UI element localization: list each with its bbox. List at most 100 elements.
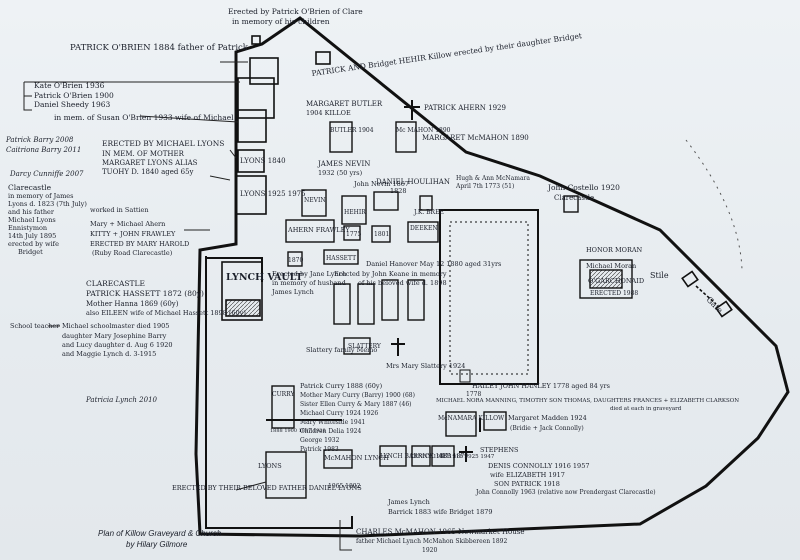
label-hugh-mcnamara: Hugh & Ann McNamara	[456, 175, 530, 182]
label-denis-connolly: DENIS CONNOLLY 1916 1957	[488, 462, 589, 470]
label-slattery: SLATTERY	[348, 343, 382, 350]
label-hugh-mcnamara-2: April 7th 1773 (51)	[455, 183, 514, 190]
label-hehir: HEHIR	[344, 209, 366, 216]
label-patrick-obrien-2: Patrick O'Brien 1900	[34, 91, 114, 100]
label-michael-nora: MICHAEL NORA MANNING, TIMOTHY SON THOMAS…	[436, 398, 739, 404]
label-michael-schoolmaster: Michael schoolmaster died 1905	[62, 322, 169, 330]
label-daniel-sheedy: Daniel Sheedy 1963	[34, 100, 111, 109]
label-patrick-bridget: PATRICK AND Bridget HEHIR Killow erected…	[311, 31, 582, 78]
map-subtitle: by Hilary Gilmore	[126, 540, 188, 549]
plots-top-left	[235, 35, 331, 215]
label-james-nevin: JAMES NEVIN	[317, 160, 370, 168]
cross-icon	[404, 100, 420, 120]
church-ruin	[439, 209, 539, 385]
label-clarecastle-4: and his father	[8, 208, 55, 216]
label-son-patrick: SON PATRICK 1918	[494, 480, 560, 488]
label-mcnamara-killow: McNAMARA KILLOW	[438, 415, 505, 422]
label-mary-whiteside: Mary Whiteside 1941	[300, 419, 365, 426]
label-lynch-vault: LYNCH VAULT	[226, 272, 303, 283]
leader-lines	[23, 61, 352, 551]
label-school-teacher: School teacher	[10, 322, 60, 330]
label-patrick-obrien: PATRICK O'BRIEN 1884 father of Patrick	[70, 43, 249, 53]
label-father-michael: father Michael Lynch McMahon Skibbereen …	[356, 538, 507, 545]
label-daniel-hanover: Daniel Hanover May 12 1880 aged 31yrs	[366, 260, 501, 268]
label-michael-curry: Michael Curry 1924 1926	[300, 410, 378, 417]
label-clarecastle-5: Michael Lyons	[8, 216, 56, 224]
label-james-nevin-2: 1932 (50 yrs)	[318, 169, 363, 177]
boundary-wall	[194, 16, 790, 538]
label-lyons-1840: LYONS 1840	[240, 157, 286, 165]
label-erected-obrien: Erected by Patrick O'Brien of Clare	[228, 7, 363, 16]
label-mother-hanna: Mother Hanna 1869 (60y)	[86, 300, 179, 308]
label-1775: 1775	[346, 231, 361, 238]
label-butler: BUTLER 1904	[330, 127, 374, 134]
label-margaret-mcmahon: MARGARET McMAHON 1890	[422, 134, 529, 142]
label-erected-jane-lynch: Erected by Jane Lynch	[272, 270, 346, 278]
label-mcmahon-lynch: McMAHON LYNCH	[324, 454, 389, 462]
label-1870: 1870	[288, 257, 303, 264]
label-james-lynch: James Lynch	[387, 498, 430, 506]
label-hailey: HAILEY	[472, 382, 499, 390]
label-john-hanley: JOHN HANLEY 1778 aged 84 yrs	[499, 382, 610, 390]
label-1778: 1778	[466, 391, 481, 398]
label-john-nevin: John Nevin 1867	[353, 180, 409, 188]
label-lynch-daughter: and Lucy daughter d. Aug 6 1920	[62, 341, 173, 349]
label-erected-lyons-1: ERECTED BY MICHAEL LYONS	[102, 139, 224, 148]
cross-icon	[391, 338, 405, 356]
label-patricia-lynch: Patricia Lynch 2010	[85, 396, 158, 404]
label-stephens: STEPHENS	[480, 446, 518, 454]
label-ahern-frawley: AHERN FRAWLEY	[287, 226, 350, 234]
label-patrick-hassett: PATRICK HASSETT 1872 (80y)	[86, 289, 204, 298]
label-mcmahon-lynch-years: 1965 1892	[328, 483, 361, 490]
label-erected-obrien-2: in memory of his children	[232, 17, 330, 26]
label-erected-1988: ERECTED 1988	[590, 290, 638, 297]
label-patrick-barry: Patrick Barry 2008	[5, 136, 74, 144]
label-lyons-bottom: LYONS	[258, 462, 282, 470]
label-clarecastle-costello: Clarecastle	[554, 194, 594, 202]
label-margaret-butler: MARGARET BUTLER	[306, 100, 383, 108]
label-wife-elizabeth: wife ELIZABETH 1917	[490, 471, 565, 479]
label-lyons-1925: LYONS 1925 1975	[240, 190, 306, 198]
label-erected-daniel-lyons: ERECTED BY THEIR BELOVED FATHER DANIEL L…	[172, 484, 362, 492]
label-clarecastle-hassett: CLARECASTLE	[86, 279, 145, 288]
label-mother-mary-curry: Mother Mary Curry (Barry) 1900 (68)	[300, 392, 415, 399]
label-mrs-mary-slattery: Mrs Mary Slattery 1924	[386, 362, 465, 370]
label-daniel-houlihan: DANIEL HOULIHAN	[376, 178, 450, 186]
label-erected-lyons-2: IN MEM. OF MOTHER	[102, 150, 185, 158]
label-clarecastle-1: Clarecastle	[8, 183, 52, 192]
label-erected-jane-lynch-3: James Lynch	[271, 288, 314, 296]
label-patrick-curry-2: Patrick 1983	[300, 446, 339, 453]
label-kate-obrien: Kate O'Brien 1936	[34, 81, 105, 90]
label-daniel-houlihan-2: 1828	[390, 187, 407, 195]
label-daughter-mary: daughter Mary Josephine Barry	[62, 332, 167, 340]
label-jk-bree: J.K. BREE	[413, 209, 444, 216]
label-maggie: and Maggie Lynch d. 3-1915	[62, 350, 156, 358]
label-1920: 1920	[422, 547, 437, 554]
label-honor-moran: HONOR MORAN	[586, 246, 643, 254]
label-nevin: NEVIN	[304, 197, 326, 204]
label-clarecastle-6: Ennistymon	[8, 224, 47, 232]
label-margaret-madden: Margaret Madden 1924	[508, 414, 587, 422]
graves-middle	[285, 121, 633, 299]
label-clarecastle-3: Lyons d. 1823 (7th July)	[8, 200, 87, 208]
label-kitty-frawley: KITTY + JOHN FRAWLEY	[90, 230, 176, 238]
label-ogarchonaid: O'GARCHONAID	[588, 277, 644, 285]
label-mary-michael-ahern: Mary + Michael Ahern	[90, 220, 165, 228]
label-erected-lyons-3: MARGARET LYONS ALIAS	[102, 159, 198, 167]
label-deeken: DEEKEN	[410, 225, 438, 232]
cross-icon	[459, 446, 473, 462]
lynch-vault	[221, 261, 263, 321]
label-erected-harold: ERECTED BY MARY HAROLD	[90, 240, 189, 248]
label-john-connolly: John Connolly 1963 (relative now Prender…	[475, 489, 656, 496]
label-george: George 1932	[300, 437, 340, 444]
cross-icons	[391, 100, 481, 462]
label-erected-lyons-4: TUOHY D. 1840 aged 65y	[102, 168, 194, 176]
label-clarecastle-2: in memory of James	[8, 192, 73, 200]
label-caitriona-barry: Caitriona Barry 2011	[6, 146, 81, 154]
label-clarecastle-8: erected by wife	[8, 240, 59, 248]
label-patrick-curry: Patrick Curry 1888 (60y)	[300, 382, 383, 390]
label-stile: Stile	[650, 271, 669, 280]
